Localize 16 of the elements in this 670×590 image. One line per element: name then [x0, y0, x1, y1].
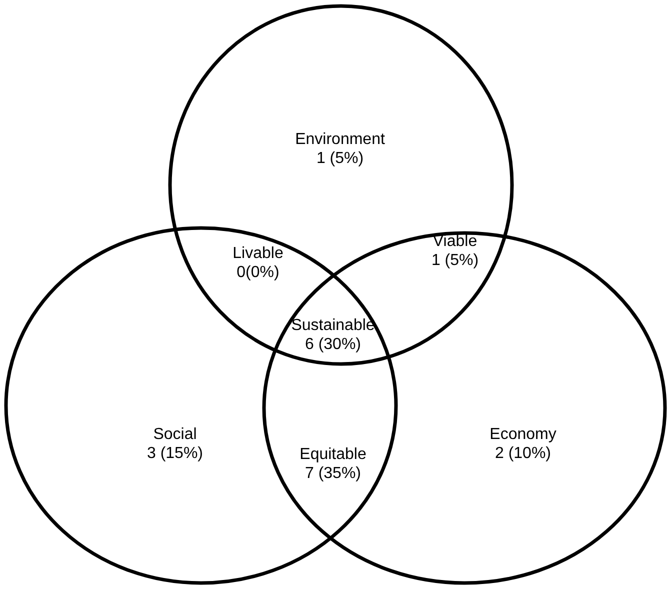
- overlap-count: 7 (35%): [304, 464, 362, 483]
- overlap-count: 1 (5%): [431, 251, 479, 270]
- overlap-label: Livable: [232, 244, 284, 263]
- circle-count: 1 (5%): [316, 149, 364, 168]
- circle-count: 3 (15%): [146, 444, 204, 463]
- venn-circle: [168, 4, 514, 366]
- circle-count: 2 (10%): [494, 444, 552, 463]
- overlap-count: 0(0%): [236, 263, 280, 282]
- circle-title: Social: [153, 425, 197, 444]
- overlap-label: Sustainable: [291, 316, 375, 335]
- overlap-count: 6 (30%): [304, 335, 362, 354]
- circle-title: Environment: [295, 130, 385, 149]
- circle-title: Economy: [490, 425, 556, 444]
- venn-circle: [4, 226, 398, 585]
- overlap-label: Equitable: [300, 445, 366, 464]
- overlap-label: Viable: [432, 232, 478, 251]
